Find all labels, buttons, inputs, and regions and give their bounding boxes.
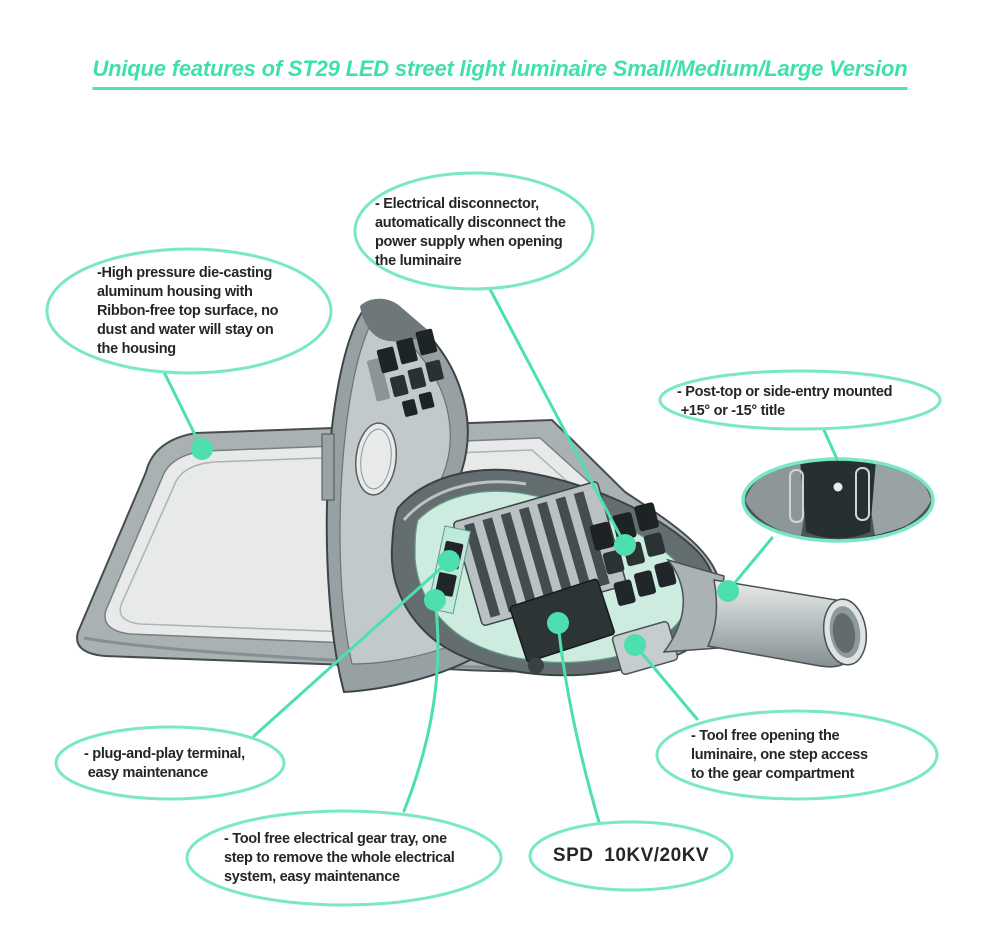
callout-gear-tray-bubble — [185, 809, 503, 907]
callout-disconnector-text: - Electrical disconnector, automatically… — [375, 196, 566, 269]
leader-line-inset-spigot — [726, 536, 774, 593]
callout-housing-text: -High pressure die-casting aluminum hous… — [97, 265, 279, 357]
leader-line-opening — [633, 643, 699, 721]
leader-line-disconnector — [481, 274, 627, 547]
leader-line-terminal — [252, 559, 451, 738]
callout-terminal-text: - plug-and-play terminal, easy maintenan… — [84, 746, 245, 781]
callout-opening-bubble — [655, 709, 939, 801]
anchor-dot-gear-tray — [424, 589, 446, 611]
anchor-dot-spd — [547, 612, 569, 634]
callout-gear-tray-text: - Tool free electrical gear tray, one st… — [224, 831, 455, 885]
callout-disconnector-bubble — [353, 171, 595, 291]
plug-terminal-blocks — [613, 561, 677, 606]
callout-housing-bubble — [45, 247, 333, 375]
callout-mounting-text: - Post-top or side-entry mounted +15° or… — [677, 384, 893, 419]
anchor-dot-spigot — [717, 580, 739, 602]
leader-line-spd — [556, 621, 601, 824]
callout-mounting-bubble — [658, 369, 942, 431]
leader-lines — [162, 274, 839, 824]
callout-terminal-bubble — [54, 725, 286, 801]
anchor-dot-housing — [191, 438, 213, 460]
callout-spd-text: SPD 10KV/20KV — [552, 845, 710, 866]
leader-line-gear-tray — [402, 598, 440, 813]
callout-opening-text: - Tool free opening the luminaire, one s… — [691, 728, 868, 782]
door-terminal-blocks — [367, 328, 444, 417]
callout-bubbles — [45, 171, 942, 907]
pole-spigot — [662, 558, 868, 668]
door-hinge-tab — [321, 433, 335, 501]
mounting-detail-inset — [741, 457, 935, 543]
anchor-dot-opening — [624, 634, 646, 656]
callout-spd-bubble — [528, 820, 734, 892]
anchor-dot-terminal — [438, 550, 460, 572]
anchor-dots — [191, 438, 739, 656]
anchor-dot-disconnector — [614, 534, 636, 556]
page-title: Unique features of ST29 LED street light… — [92, 56, 908, 90]
leader-line-mounting — [821, 426, 839, 461]
gear-compartment — [390, 468, 717, 677]
leader-line-housing — [162, 370, 204, 451]
